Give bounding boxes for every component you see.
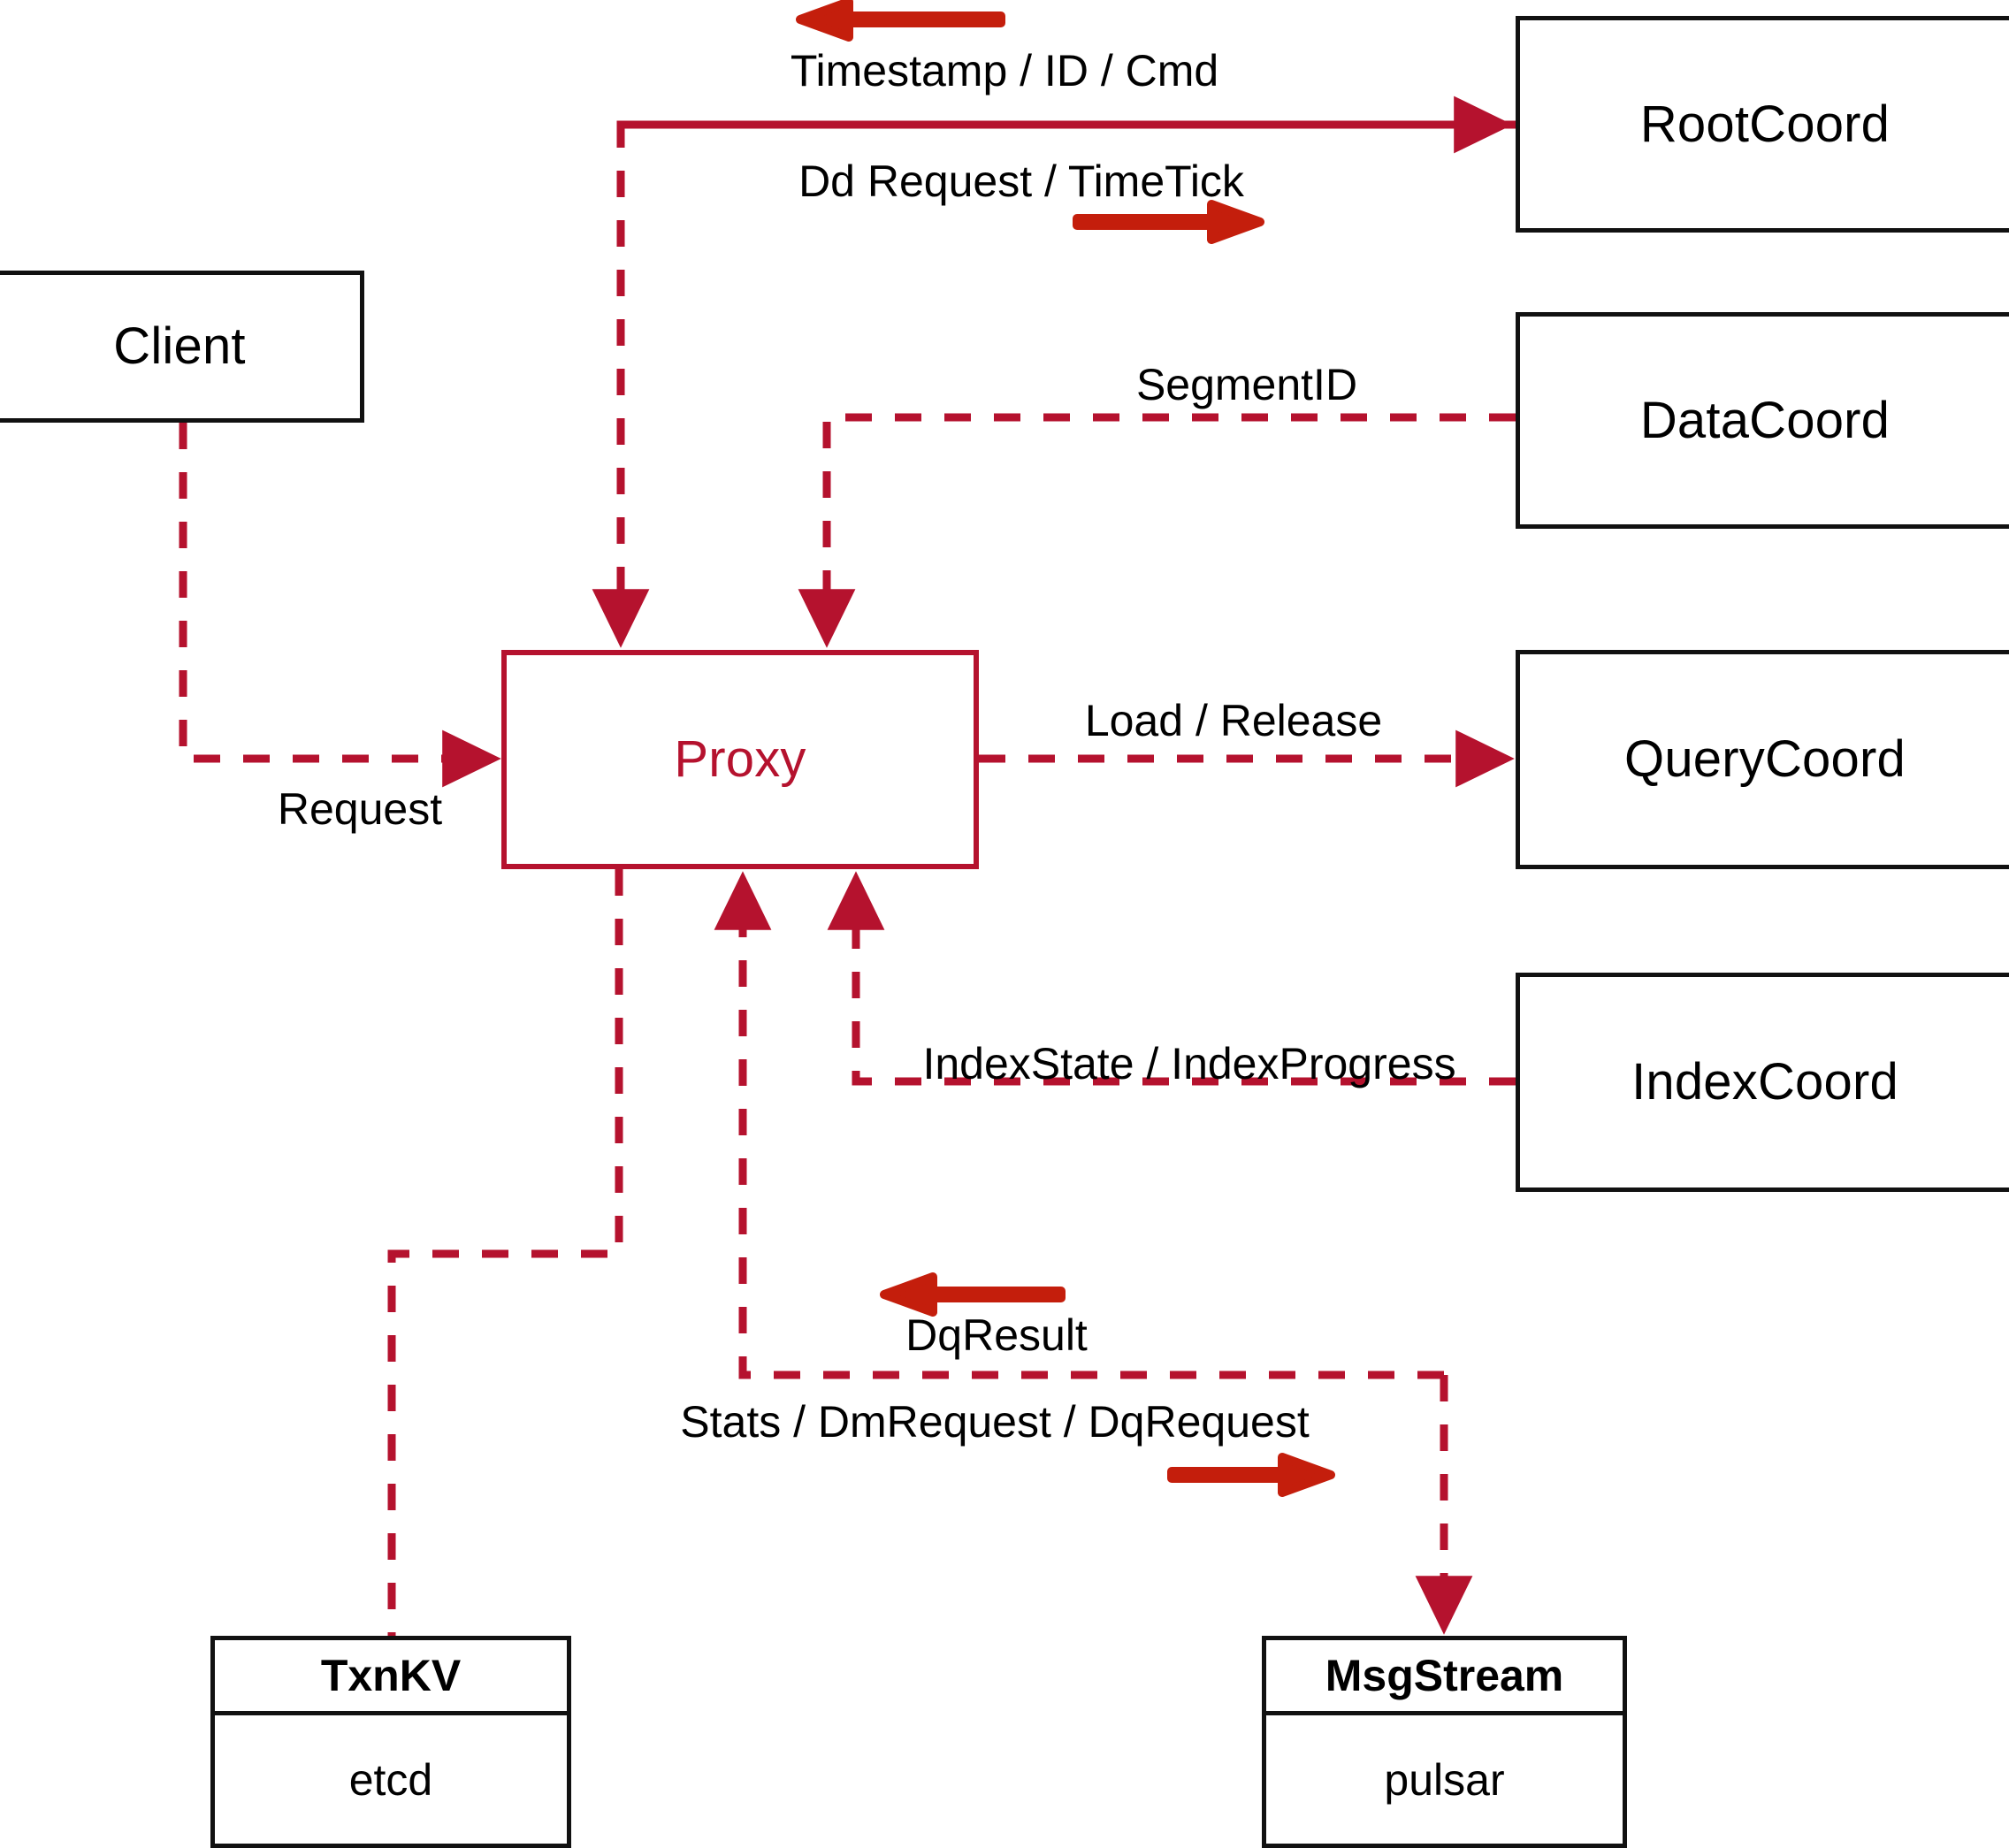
node-index-coord-label: IndexCoord: [1631, 1053, 1898, 1111]
node-root-coord-label: RootCoord: [1639, 95, 1891, 153]
node-query-coord-label: QueryCoord: [1624, 730, 1906, 788]
edge-label-segment-id: SegmentID: [1135, 360, 1358, 409]
direction-arrow-right-top: [1073, 200, 1264, 244]
node-msgstream-impl: pulsar: [1384, 1754, 1505, 1805]
edge-label-load-release: Load / Release: [1084, 696, 1383, 745]
node-query-coord[interactable]: QueryCoord: [1516, 650, 2009, 869]
direction-arrow-left-dqresult: [880, 1272, 1066, 1317]
node-txnkv-body: etcd: [215, 1715, 567, 1844]
direction-arrow-right-dqrequest: [1167, 1453, 1335, 1497]
edge-label-request: Request: [277, 784, 443, 834]
edge-label-timestamp-id-cmd: Timestamp / ID / Cmd: [790, 46, 1219, 95]
node-txnkv[interactable]: TxnKV etcd: [210, 1636, 571, 1848]
node-index-coord[interactable]: IndexCoord: [1516, 973, 2009, 1192]
node-client-label: Client: [113, 317, 246, 375]
edge-label-stats-dm-dq-request: Stats / DmRequest / DqRequest: [680, 1397, 1310, 1447]
node-data-coord[interactable]: DataCoord: [1516, 312, 2009, 529]
node-msgstream[interactable]: MsgStream pulsar: [1262, 1636, 1627, 1848]
edge-label-index-state-progress: IndexState / IndexProgress: [922, 1039, 1456, 1088]
edge-label-dd-request-timetick: Dd Request / TimeTick: [798, 157, 1244, 206]
node-data-coord-label: DataCoord: [1639, 391, 1891, 449]
node-proxy[interactable]: Proxy: [501, 650, 979, 869]
node-txnkv-impl: etcd: [348, 1754, 433, 1805]
node-msgstream-title: MsgStream: [1325, 1651, 1564, 1700]
node-txnkv-header: TxnKV: [215, 1640, 567, 1715]
node-client[interactable]: Client: [0, 271, 364, 423]
node-root-coord[interactable]: RootCoord: [1516, 16, 2009, 233]
node-txnkv-title: TxnKV: [320, 1651, 462, 1700]
edge-label-dq-result: DqResult: [905, 1310, 1088, 1360]
node-msgstream-header: MsgStream: [1266, 1640, 1623, 1715]
edge-dq-result: [714, 871, 1444, 1379]
node-proxy-label: Proxy: [674, 730, 806, 788]
direction-arrow-left-top: [796, 0, 1005, 42]
node-msgstream-body: pulsar: [1266, 1715, 1623, 1844]
edge-request: [179, 423, 501, 788]
edge-segment-id: [798, 413, 1516, 648]
edge-proxy-txnkv: [387, 869, 623, 1636]
